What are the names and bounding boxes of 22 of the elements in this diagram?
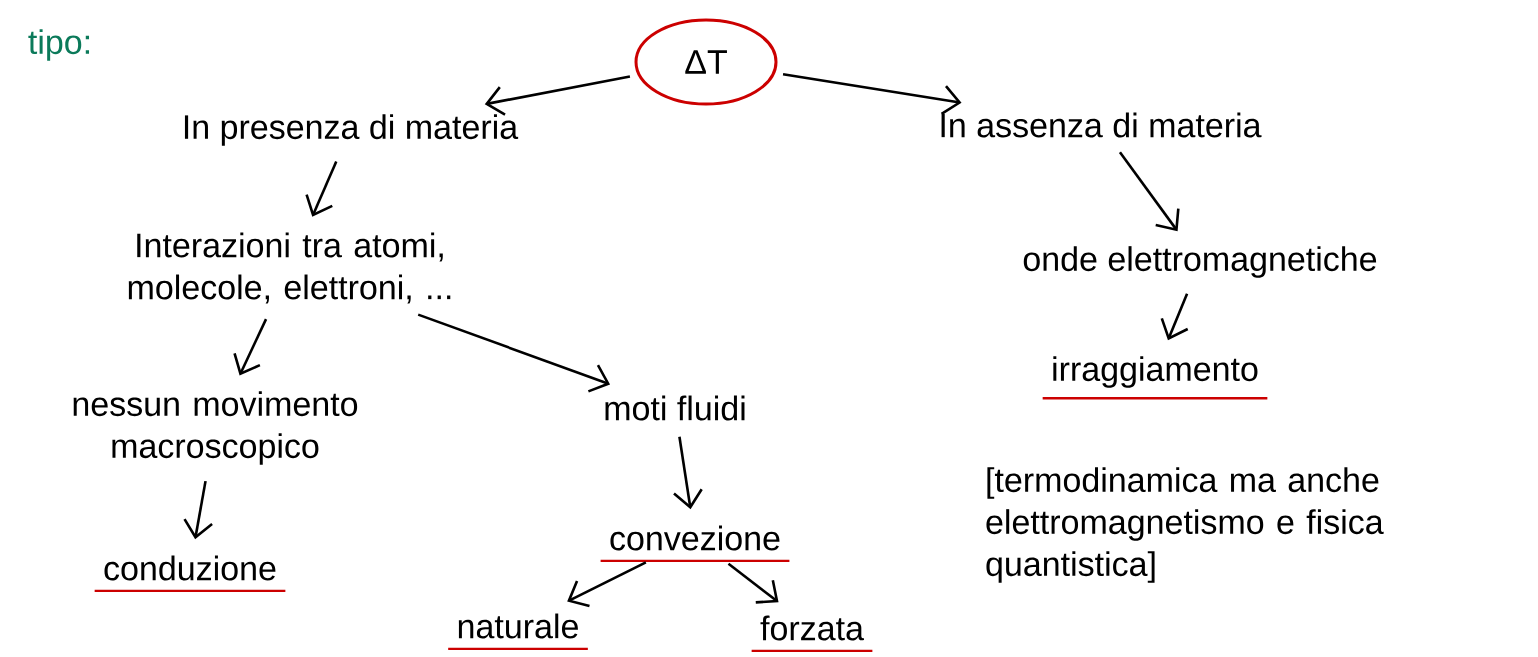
- handwritten-text: moti fluidi: [605, 395, 745, 421]
- handwritten-text: In assenza di materia: [941, 112, 1262, 138]
- handwritten-text: nessun movimento macroscopico: [73, 391, 358, 465]
- underlined-term: convezione: [600, 525, 790, 563]
- handwritten-text: Interazioni tra atomi, molecole, elettroni, ...: [128, 232, 451, 304]
- underlined-term: forzata: [751, 615, 873, 653]
- underlined-term: conduzione: [94, 555, 286, 593]
- arrow: [727, 562, 779, 604]
- arrow: [567, 561, 647, 608]
- note-text: tipo:: [28, 29, 89, 61]
- arrow: [1118, 151, 1180, 232]
- underlined-term: irraggiamento: [1042, 356, 1268, 400]
- arrow: [305, 161, 338, 217]
- note-text: [termodinamica ma anche elettromagnetismo e fisica quantistica]: [986, 467, 1384, 583]
- arrow: [233, 318, 268, 376]
- arrow: [484, 75, 631, 116]
- arrow: [673, 436, 703, 510]
- handwritten-text: In presenza di materia: [184, 114, 519, 146]
- arrow: [417, 313, 611, 393]
- underlined-term: naturale: [448, 613, 588, 651]
- handwritten-text: onde elettromagnetiche: [1023, 246, 1377, 278]
- arrow: [782, 73, 962, 115]
